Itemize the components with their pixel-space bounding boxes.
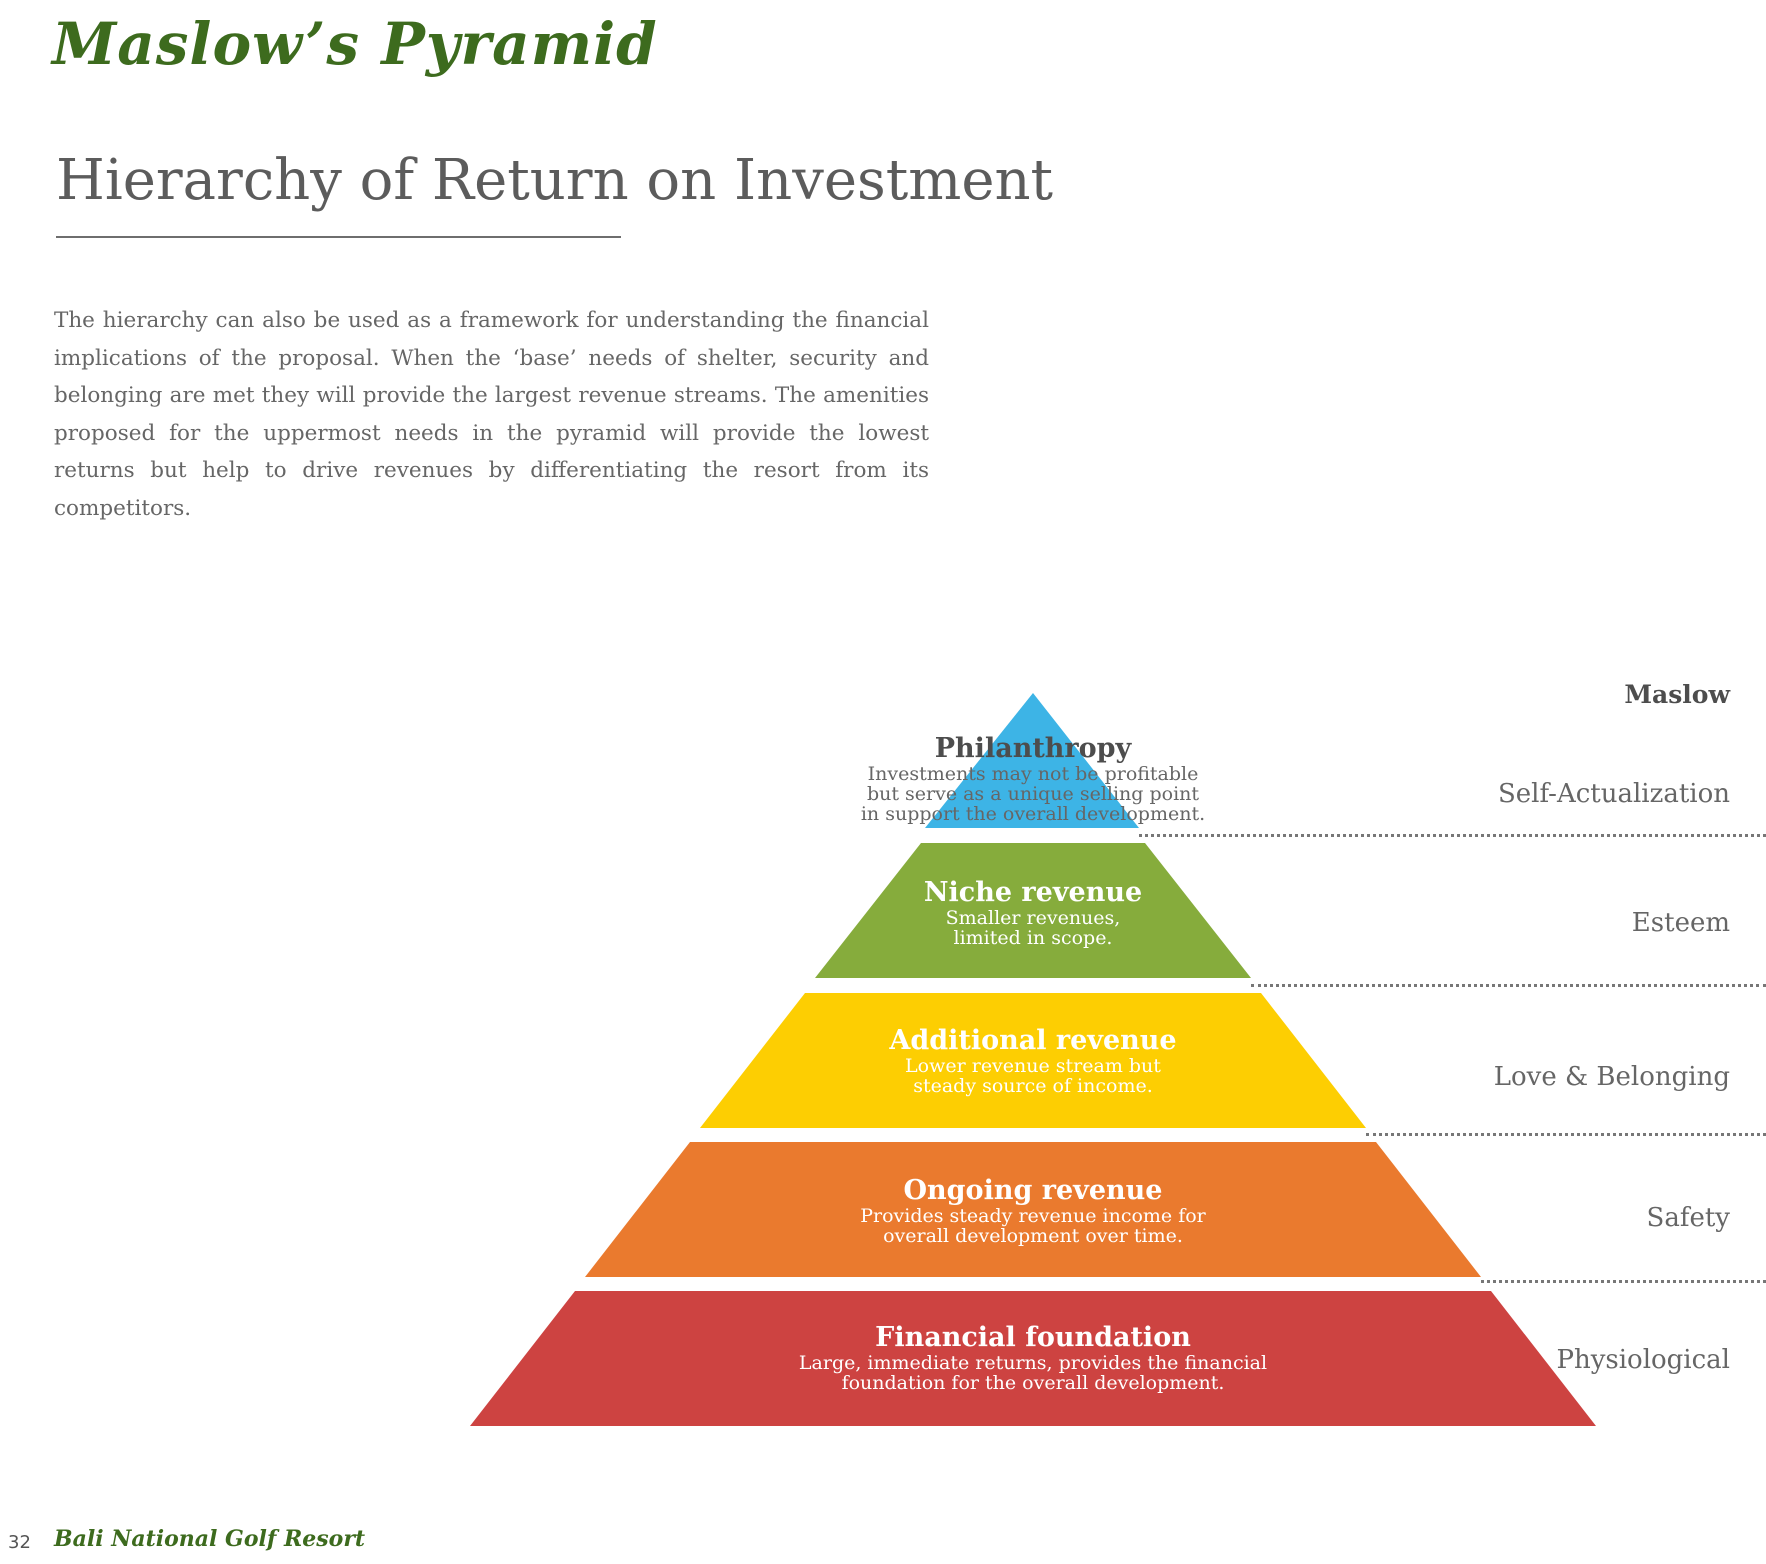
tier-title: Ongoing revenue	[903, 1175, 1163, 1206]
tier-title: Financial foundation	[875, 1322, 1191, 1353]
maslow-level-esteem: Esteem	[1631, 908, 1730, 938]
tier-description-line: Large, immediate returns, provides the f…	[798, 1352, 1268, 1374]
dotted-divider	[1366, 1133, 1766, 1136]
tier-description-line: steady source of income.	[913, 1075, 1153, 1097]
dotted-divider	[1481, 1280, 1766, 1283]
tier-title: Additional revenue	[889, 1025, 1177, 1056]
tier-niche: Niche revenue Smaller revenues, limited …	[773, 877, 1293, 949]
tier-description-line: Lower revenue stream but	[905, 1055, 1161, 1077]
maslow-level-physiological: Physiological	[1556, 1345, 1730, 1375]
tier-description-line: Smaller revenues,	[945, 907, 1121, 929]
section-heading: Hierarchy of Return on Investment	[56, 148, 1054, 213]
page-number: 32	[8, 1532, 31, 1553]
tier-philanthropy-shape	[925, 693, 1139, 828]
tier-additional: Additional revenue Lower revenue stream …	[773, 1025, 1293, 1097]
tier-title: Niche revenue	[923, 877, 1143, 908]
tier-title: Philanthropy	[934, 733, 1132, 764]
tier-niche-shape	[815, 843, 1251, 978]
maslow-level-self-actualization: Self-Actualization	[1497, 779, 1730, 809]
dotted-divider	[1139, 834, 1766, 837]
tier-philanthropy: Philanthropy Investments may not be prof…	[773, 733, 1293, 825]
tier-description-line: but serve as a unique selling point	[866, 783, 1200, 805]
intro-paragraph: The hierarchy can also be used as a fram…	[54, 308, 929, 521]
tier-foundation: Financial foundation Large, immediate re…	[773, 1322, 1293, 1394]
tier-description-line: in support the overall development.	[860, 803, 1206, 825]
maslow-level-safety: Safety	[1646, 1203, 1730, 1233]
maslow-column-heading: Maslow	[1624, 680, 1730, 709]
tier-ongoing-shape	[585, 1142, 1481, 1277]
tier-ongoing: Ongoing revenue Provides steady revenue …	[773, 1175, 1293, 1247]
tier-foundation-shape	[470, 1291, 1596, 1426]
tier-description-line: Investments may not be profitable	[867, 763, 1199, 785]
footer-title: Bali National Golf Resort	[54, 1526, 366, 1552]
heading-underline	[56, 236, 621, 238]
tier-additional-shape	[700, 993, 1366, 1128]
tier-description-line: limited in scope.	[953, 927, 1113, 949]
dotted-divider	[1251, 984, 1766, 987]
maslow-level-love-belonging: Love & Belonging	[1493, 1062, 1730, 1092]
tier-description-line: foundation for the overall development.	[841, 1372, 1225, 1394]
page-title-script: Maslow’s Pyramid	[52, 10, 658, 78]
tier-description-line: Provides steady revenue income for	[860, 1205, 1206, 1227]
tier-description-line: overall development over time.	[883, 1225, 1183, 1247]
